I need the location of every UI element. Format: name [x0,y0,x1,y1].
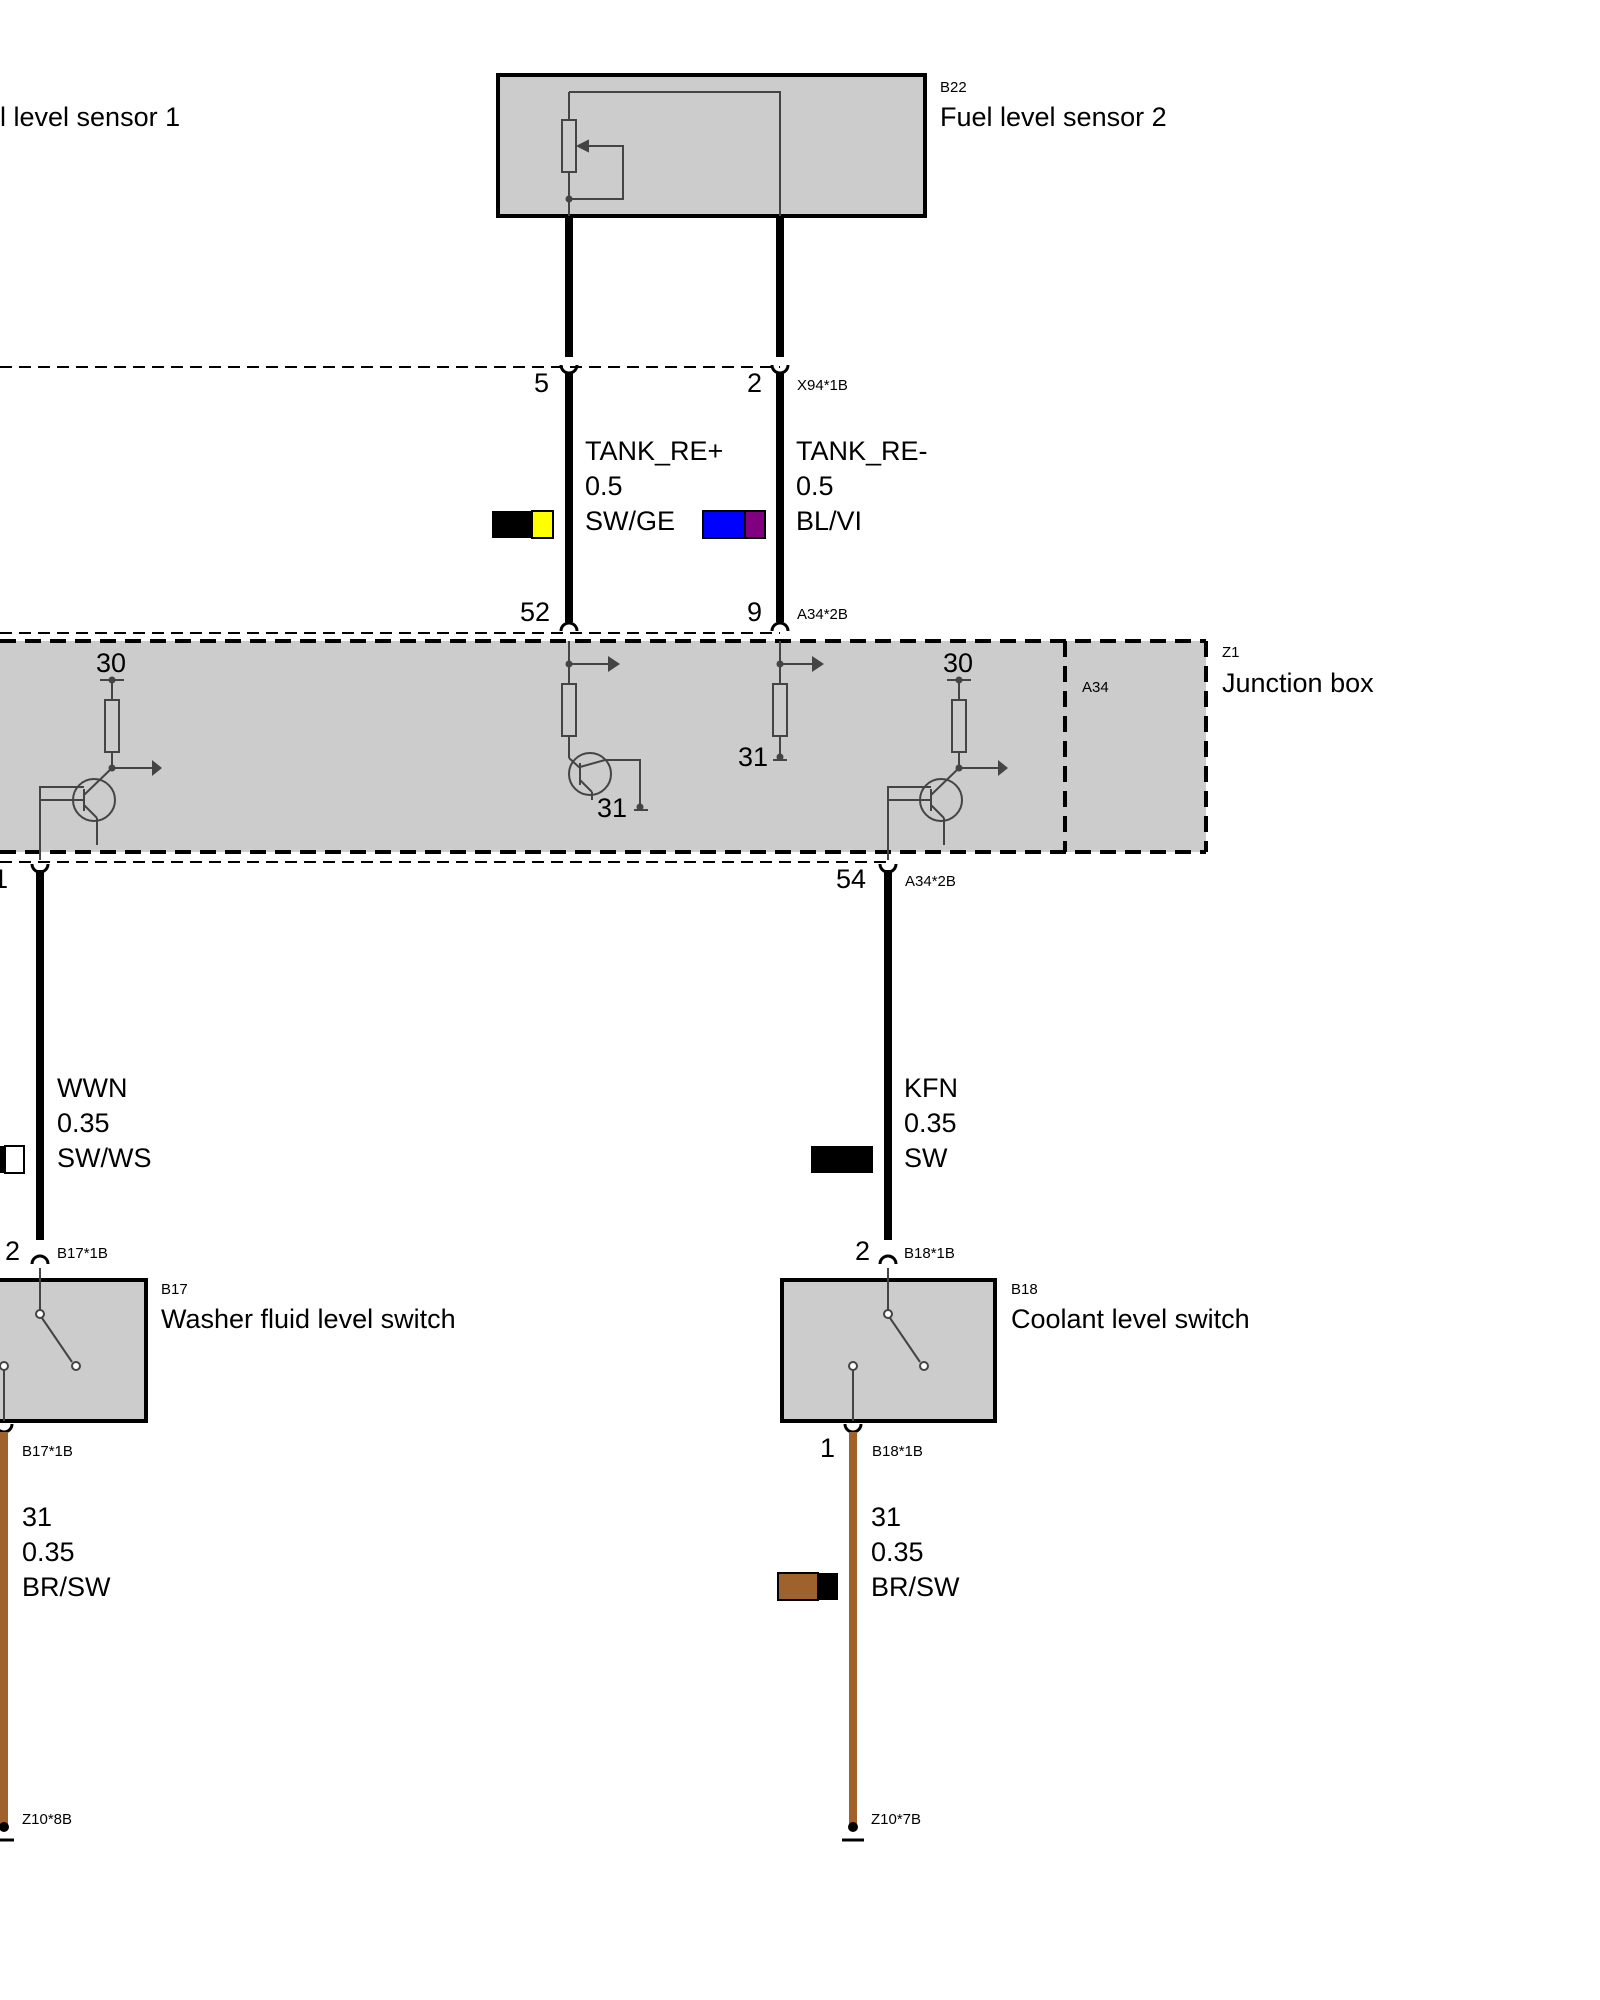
wire-tank-plus-color: SW/GE [585,506,675,536]
b22-fuel-level-sensor-2: B22 Fuel level sensor 2 [496,73,1167,218]
wire-ground-b18-gauge: 0.35 [871,1537,924,1567]
wire-tank-minus-gauge: 0.5 [796,471,834,501]
x94-pin-tank-plus: 5 [534,368,549,398]
ground-31-tank: 31 [738,742,768,772]
connector-pin-icon [30,863,898,874]
wire-ground-b17-signal: 31 [22,1502,52,1532]
b17-name: Washer fluid level switch [161,1304,456,1334]
b17-bottom-connector-code: B17*1B [22,1443,73,1460]
a34-code: A34 [1082,679,1109,696]
supply-30-right: 30 [943,648,973,678]
a34-pin-tank-minus: 9 [747,597,762,627]
wire-kfn-gauge: 0.35 [904,1108,957,1138]
transistor-right-icon [887,676,1008,860]
a34-pin-tank-plus: 52 [520,597,550,627]
a34-pin-wwn: 31 [0,864,8,894]
a34-top-connector-code: A34*2B [797,606,848,623]
b18-coolant-level-switch: B18 Coolant level switch [780,1268,1250,1423]
connector-pin-icon [0,1423,863,1434]
b18-name: Coolant level switch [1011,1304,1250,1334]
ground-31-middle: 31 [597,793,627,823]
wire-tank-plus-gauge: 0.5 [585,471,623,501]
supply-30-left: 30 [96,648,126,678]
potentiometer-icon [561,91,781,216]
wire-kfn-swatch [811,1146,873,1173]
a34-pin-kfn: 54 [836,864,866,894]
ground-icon [842,1822,864,1842]
z10-8b-code: Z10*8B [22,1811,72,1828]
wire-ground-b18-swatch [777,1572,838,1601]
connector-pin-icon [559,621,790,632]
wire-tank-plus-swatch [492,510,554,539]
b18-code: B18 [1011,1281,1038,1298]
wire-wwn-swatch [0,1145,25,1174]
z10-7b-code: Z10*7B [871,1811,921,1828]
switch-icon [0,1268,81,1421]
wire-tank-minus-color: BL/VI [796,506,862,536]
z1-junction-box: A34 Z1 Junction box 30 [0,621,1374,874]
wire-kfn-color: SW [904,1143,948,1173]
b17-top-connector-code: B17*1B [57,1245,108,1262]
wire-kfn-signal: KFN [904,1073,958,1103]
z1-name: Junction box [1222,668,1374,698]
transistor-left-icon [39,676,162,860]
wire-ground-b17-gauge: 0.35 [22,1537,75,1567]
a34-bottom-connector-code: A34*2B [905,873,956,890]
b17-box [0,1278,148,1423]
b18-top-pin: 2 [855,1236,870,1266]
b18-bottom-pin: 1 [820,1433,835,1463]
wire-wwn-gauge: 0.35 [57,1108,110,1138]
b17-code: B17 [161,1281,188,1298]
wire-ground-b18-color: BR/SW [871,1572,960,1602]
b21-label-partial: l level sensor 1 [0,102,180,132]
transistor-middle-icon [561,641,648,811]
wire-tank-minus-swatch [702,510,766,539]
b18-top-connector-code: B18*1B [904,1245,955,1262]
wire-tank-plus-signal: TANK_RE+ [585,436,723,466]
b17-top-pin: 2 [5,1236,20,1266]
ground-icon [0,1822,14,1842]
b22-name: Fuel level sensor 2 [940,102,1167,132]
switch-icon [848,1268,929,1421]
b18-bottom-connector-code: B18*1B [872,1443,923,1460]
wire-ground-b18-signal: 31 [871,1502,901,1532]
wire-wwn-color: SW/WS [57,1143,152,1173]
connector-pin-icon [30,1254,898,1265]
wire-tank-minus-signal: TANK_RE- [796,436,928,466]
wire-wwn-signal: WWN [57,1073,127,1103]
wire-ground-b17-color: BR/SW [22,1572,111,1602]
resistor-tank-minus-icon [772,641,824,761]
b22-code: B22 [940,79,967,96]
b17-washer-fluid-level-switch: B17 Washer fluid level switch [0,1268,456,1423]
x94-pin-tank-minus: 2 [747,368,762,398]
junction-box-fill [0,641,1206,852]
z1-code: Z1 [1222,644,1240,661]
x94-connector-code: X94*1B [797,377,848,394]
